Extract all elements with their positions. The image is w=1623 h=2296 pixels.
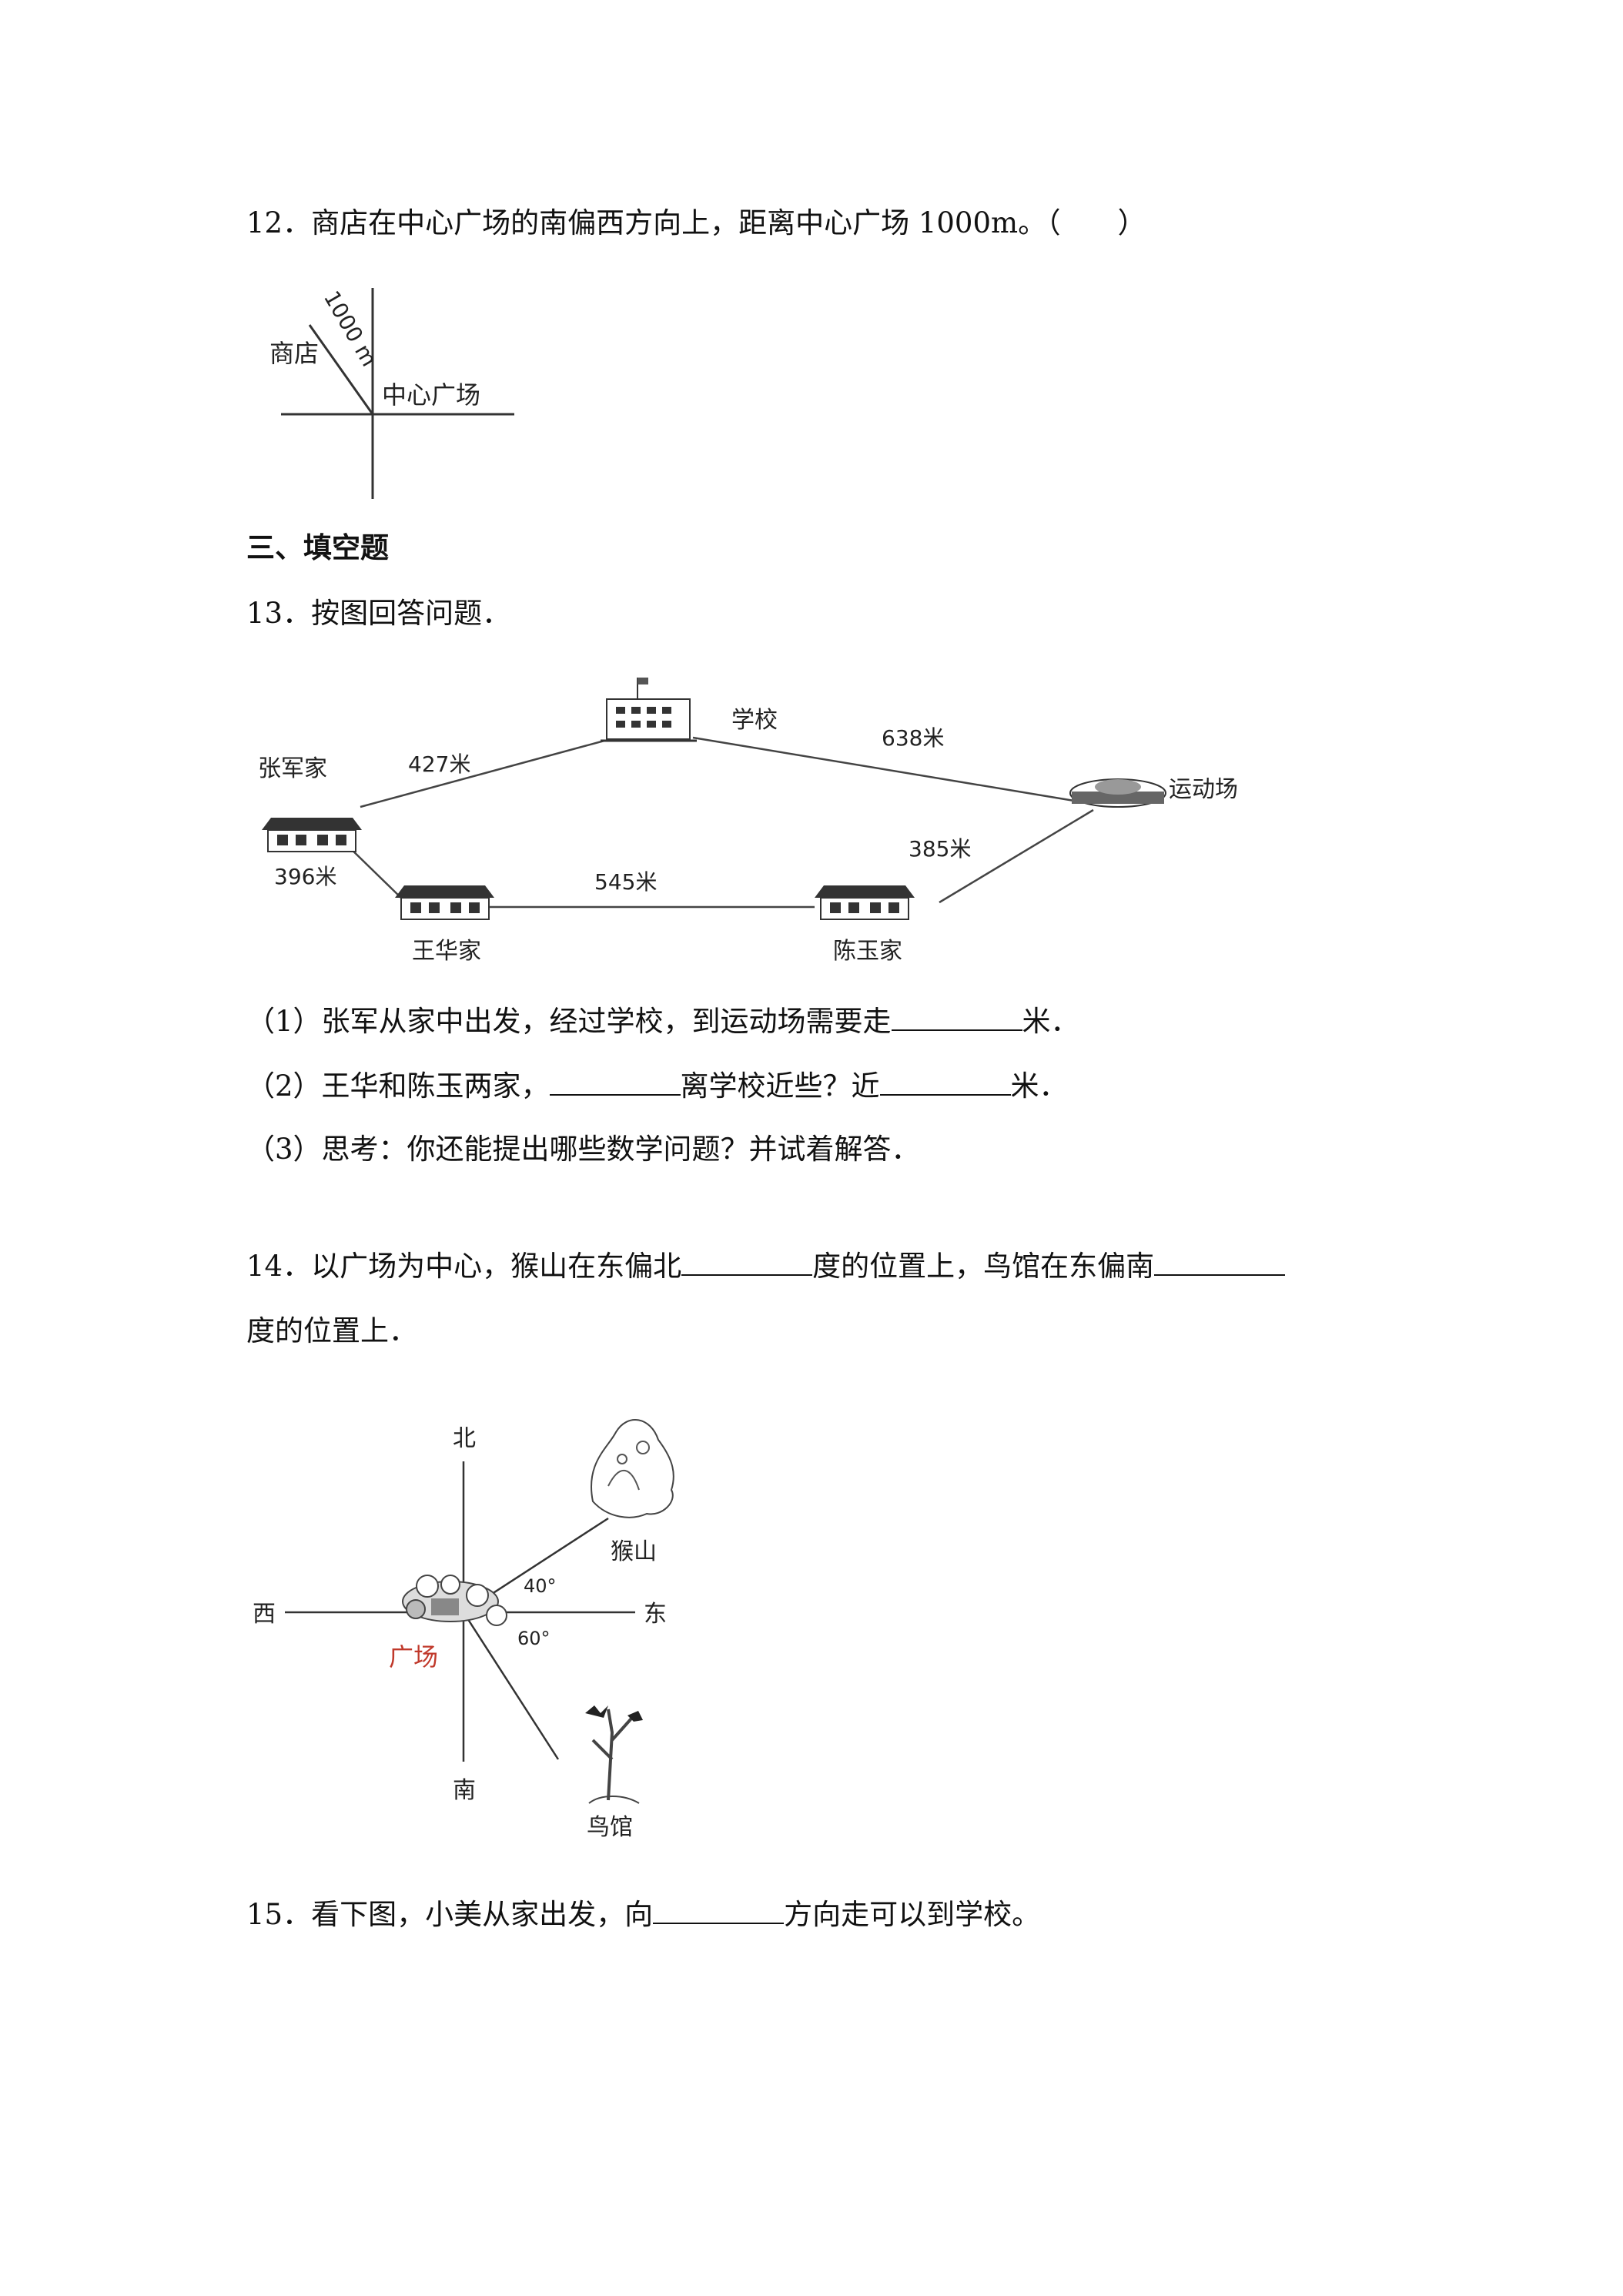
square-icon (402, 1575, 507, 1626)
q12-label-distance: 1000 m (319, 286, 382, 371)
q13-sub2-blank-a[interactable] (549, 1068, 681, 1096)
q13-sub2-post: 米． (1010, 1069, 1068, 1103)
q13-sub1-blank[interactable] (891, 1003, 1022, 1031)
q12-label-shop: 商店 (269, 339, 319, 368)
chenyu-house-icon (815, 885, 915, 920)
route-zhang-wang (344, 842, 405, 902)
label-east: 东 (644, 1601, 667, 1628)
q13-sub2-blank-b[interactable] (879, 1068, 1011, 1096)
q12-label-center: 中心广场 (382, 380, 480, 410)
q13-sub1-post: 米． (1022, 1005, 1079, 1038)
q14-line1-mid: 度的位置上，鸟馆在东偏南 (812, 1250, 1155, 1283)
label-aviary: 鸟馆 (587, 1814, 633, 1841)
q13-sub2: （2）王华和陈玉两家， 离学校近些？近 米． (246, 1068, 1068, 1103)
q13-sub1: （1）张军从家中出发，经过学校，到运动场需要走 米． (246, 1003, 1079, 1039)
q13-sub3: （3）思考：你还能提出哪些数学问题？并试着解答． (246, 1133, 920, 1166)
q14-blank-b[interactable] (1154, 1248, 1286, 1276)
label-wanghua-home: 王华家 (412, 938, 481, 965)
label-d-wang-chen: 545米 (594, 869, 657, 895)
wanghua-house-icon (395, 885, 494, 920)
route-zhang-school (360, 739, 605, 808)
label-d-school-stadium: 638米 (882, 725, 944, 751)
label-south: 南 (453, 1777, 476, 1804)
label-zhangjun-home: 张军家 (258, 755, 327, 782)
label-school: 学校 (731, 707, 778, 734)
q14-monkey-ray (463, 1517, 609, 1614)
route-school-stadium (692, 736, 1075, 802)
zhangjun-house-icon (262, 818, 362, 852)
label-stadium: 运动场 (1169, 776, 1238, 803)
q14-aviary-ray (462, 1612, 560, 1760)
label-angle-se: 60° (517, 1628, 550, 1649)
label-d-zhang-wang: 396米 (274, 864, 336, 889)
q13-sub2-mid: 离学校近些？近 (680, 1069, 880, 1103)
q12-text: 12．商店在中心广场的南偏西方向上，距离中心广场 1000m。（ ） (246, 206, 1146, 239)
label-monkey-hill: 猴山 (611, 1538, 657, 1565)
q14-line1: 14．以广场为中心，猴山在东偏北 度的位置上，鸟馆在东偏南 (246, 1248, 1286, 1284)
label-north: 北 (453, 1425, 476, 1452)
route-chen-stadium (939, 808, 1094, 904)
q14-line1-pre: 14．以广场为中心，猴山在东偏北 (246, 1250, 682, 1283)
section-title: 三、填空题 (246, 531, 389, 564)
q14-line2: 度的位置上． (246, 1314, 417, 1347)
label-square: 广场 (389, 1642, 438, 1672)
q13-sub1-pre: （1）张军从家中出发，经过学校，到运动场需要走 (246, 1005, 892, 1038)
label-angle-ne: 40° (524, 1575, 557, 1597)
q15-text-post: 方向走可以到学校。 (784, 1898, 1041, 1931)
school-building-icon (601, 678, 697, 742)
q13-sub2-pre: （2）王华和陈玉两家， (246, 1069, 550, 1103)
q12-shop-ray (308, 324, 374, 415)
q14-blank-a[interactable] (681, 1248, 813, 1276)
label-west: 西 (253, 1601, 276, 1628)
q15-text: 15．看下图，小美从家出发，向 方向走可以到学校。 (246, 1896, 1040, 1932)
q13-text: 13．按图回答问题． (246, 597, 511, 630)
label-chenyu-home: 陈玉家 (833, 938, 902, 965)
label-d-chen-stadium: 385米 (909, 836, 971, 862)
aviary-icon (585, 1705, 643, 1804)
label-d-zhang-school: 427米 (408, 751, 470, 777)
q15-text-pre: 15．看下图，小美从家出发，向 (246, 1898, 654, 1931)
q15-blank[interactable] (653, 1896, 785, 1924)
stadium-icon (1069, 778, 1166, 808)
monkey-hill-icon (591, 1419, 674, 1518)
